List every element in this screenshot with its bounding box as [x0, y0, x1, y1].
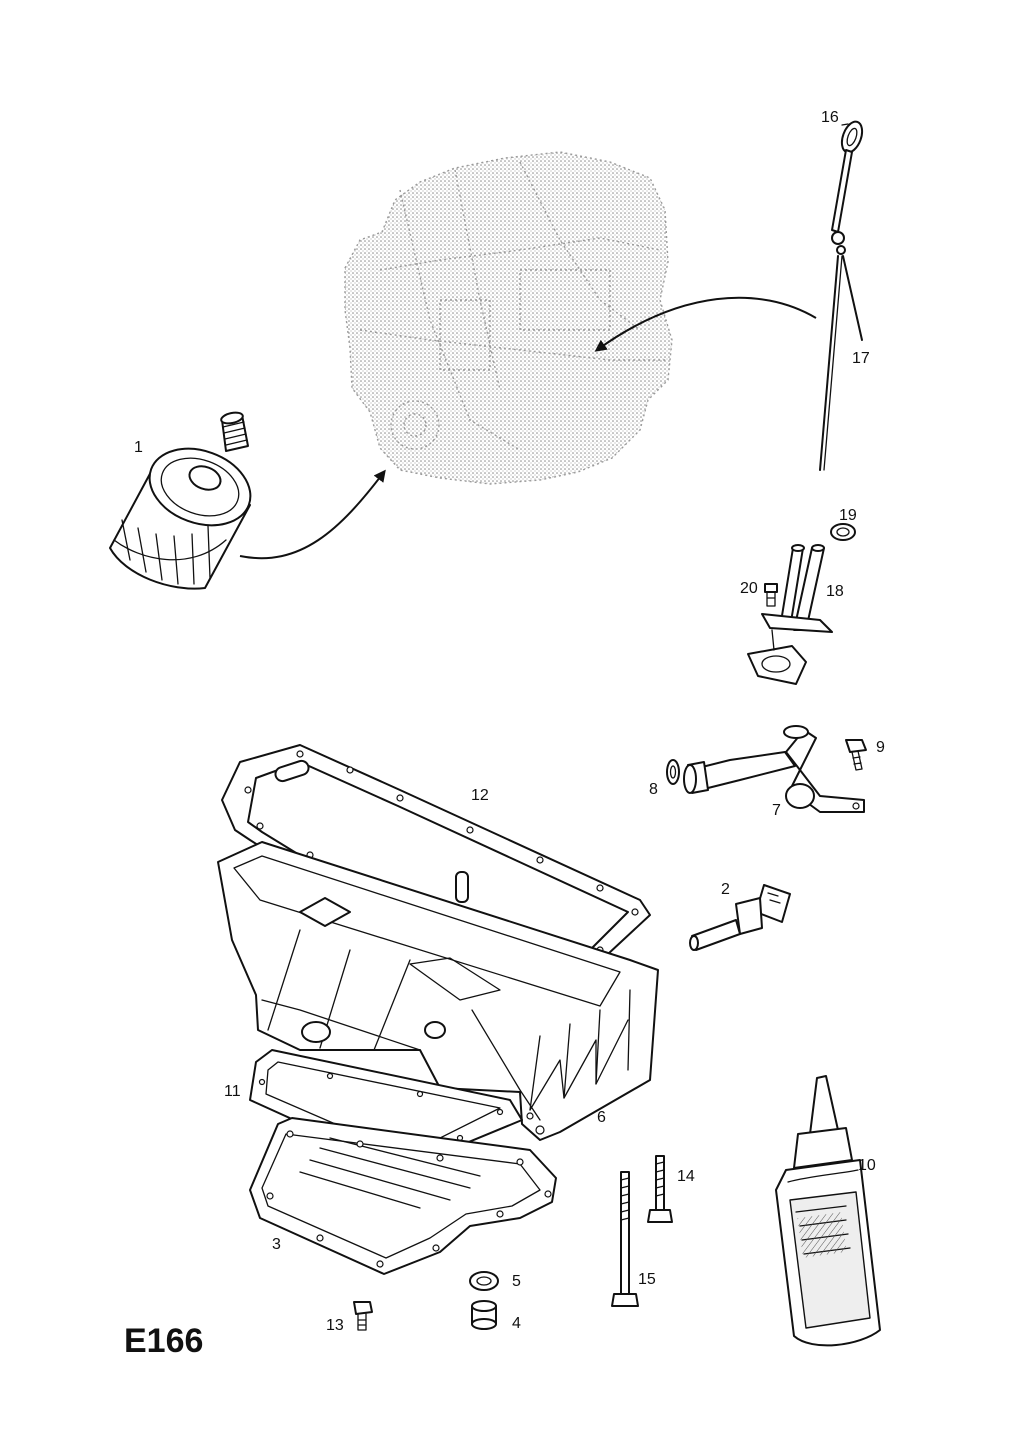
washer [469, 1271, 499, 1291]
callout-11: 11 [224, 1083, 241, 1100]
bolt-15 [611, 1171, 639, 1307]
callout-20: 20 [740, 580, 758, 597]
callout-8: 8 [649, 781, 658, 798]
oil-pickup-pipe [683, 725, 865, 813]
dipstick-arrow [594, 296, 817, 352]
lower-oil-pan [249, 1117, 557, 1275]
bolt-9 [845, 739, 867, 771]
callout-9: 9 [876, 739, 885, 756]
oil-filter [109, 447, 252, 590]
callout-13: 13 [326, 1317, 344, 1334]
diagram-code: E166 [124, 1322, 203, 1360]
callout-14: 14 [677, 1168, 695, 1185]
bolt-14 [647, 1155, 673, 1223]
filter-arrow [239, 469, 386, 560]
sealant-bottle [775, 1075, 881, 1347]
engine-block-ghost [344, 151, 673, 485]
callout-15: 15 [638, 1271, 656, 1288]
dipstick [819, 120, 864, 471]
callout-12: 12 [471, 787, 489, 804]
oil-level-sensor [689, 884, 791, 951]
callout-1: 1 [134, 439, 143, 456]
callout-6: 6 [597, 1109, 606, 1126]
callout-5: 5 [512, 1273, 521, 1290]
callout-2: 2 [721, 881, 730, 898]
callout-17: 17 [852, 350, 870, 367]
bottle-label-text-block [797, 1212, 847, 1258]
callout-16: 16 [821, 109, 839, 126]
filter-nipple [220, 411, 249, 452]
bolt-20 [764, 583, 778, 607]
drain-plug [471, 1300, 497, 1330]
callout-4: 4 [512, 1315, 521, 1332]
callout-10: 10 [858, 1157, 876, 1174]
dipstick-guide [747, 544, 833, 685]
callout-7: 7 [772, 802, 781, 819]
upper-oil-pan [217, 841, 659, 1141]
pickup-o-ring [666, 759, 680, 785]
bolt-13 [353, 1301, 373, 1331]
callout-3: 3 [272, 1236, 281, 1253]
callout-19: 19 [839, 507, 857, 524]
callout-18: 18 [826, 583, 844, 600]
o-ring [830, 523, 856, 541]
